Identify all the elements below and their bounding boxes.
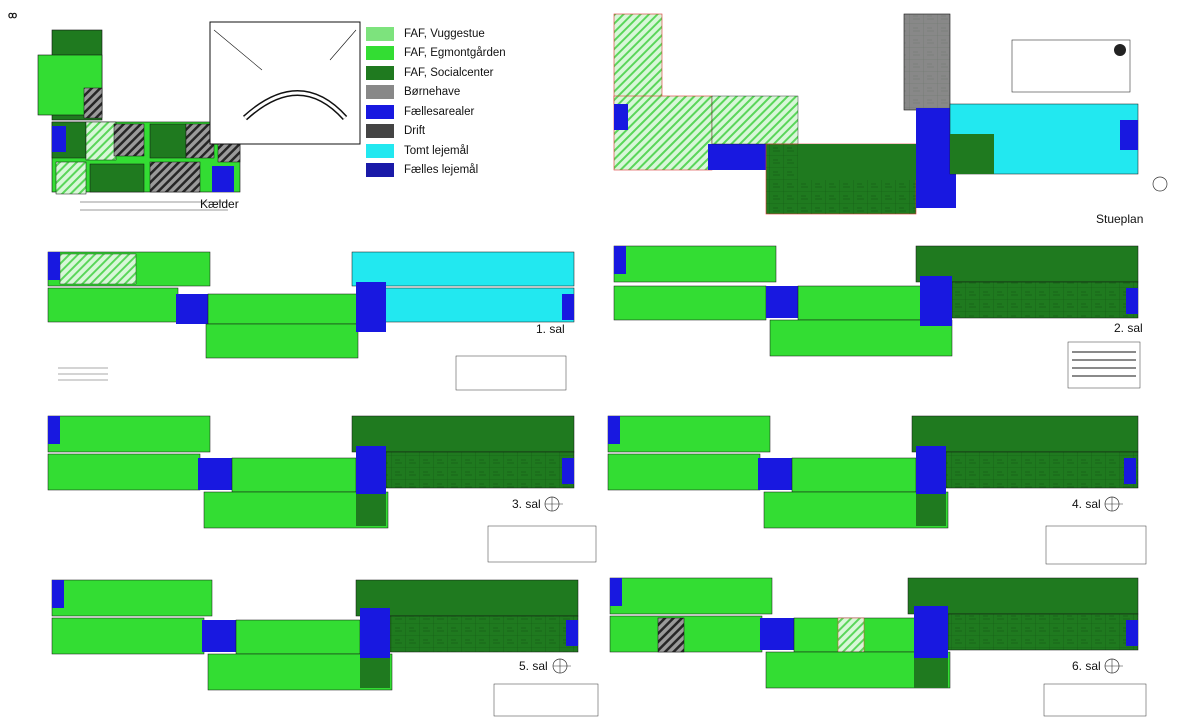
plan-label-4-sal: 4. sal [1072,497,1101,511]
legend-item: Fællesarealer [366,102,506,122]
legend-item: Tomt lejemål [366,141,506,161]
plan-label-1-sal: 1. sal [536,322,565,336]
legend-item: Børnehave [366,83,506,103]
plan-kaelder: ꝏ [8,10,361,211]
plan-label-kaelder: Kælder [200,197,239,211]
plan-5-sal [51,579,599,717]
plan-4-sal [607,415,1147,565]
legend-swatch [366,46,394,61]
svg-text:ꝏ: ꝏ [8,10,17,20]
plan-label-2-sal: 2. sal [1114,321,1143,335]
plan-stueplan [613,13,1168,215]
legend-item: Drift [366,122,506,142]
plan-label-6-sal: 6. sal [1072,659,1101,673]
legend-swatch [366,124,394,139]
legend-swatch [366,26,394,41]
legend-label: Drift [404,125,426,138]
legend-item: FAF, Socialcenter [366,63,506,83]
legend-label: Fællesarealer [404,105,475,118]
legend-label: FAF, Egmontgården [404,47,506,60]
legend-item: FAF, Vuggestue [366,24,506,44]
plan-1-sal [47,251,575,391]
legend-swatch [366,104,394,119]
legend-swatch [366,85,394,100]
plan-2-sal [613,245,1141,389]
plan-label-5-sal: 5. sal [519,659,548,673]
legend-label: FAF, Socialcenter [404,66,494,79]
plan-3-sal [47,415,597,563]
legend-label: FAF, Vuggestue [404,27,485,40]
plan-label-3-sal: 3. sal [512,497,541,511]
plan-6-sal [609,577,1147,717]
legend-swatch [366,143,394,158]
legend-label: Tomt lejemål [404,144,469,157]
legend-swatch [366,163,394,178]
legend-label: Børnehave [404,86,461,99]
legend-swatch [366,65,394,80]
legend-item: FAF, Egmontgården [366,44,506,64]
plan-label-stueplan: Stueplan [1096,212,1144,226]
legend-item: Fælles lejemål [366,161,506,181]
legend-label: Fælles lejemål [404,164,479,177]
